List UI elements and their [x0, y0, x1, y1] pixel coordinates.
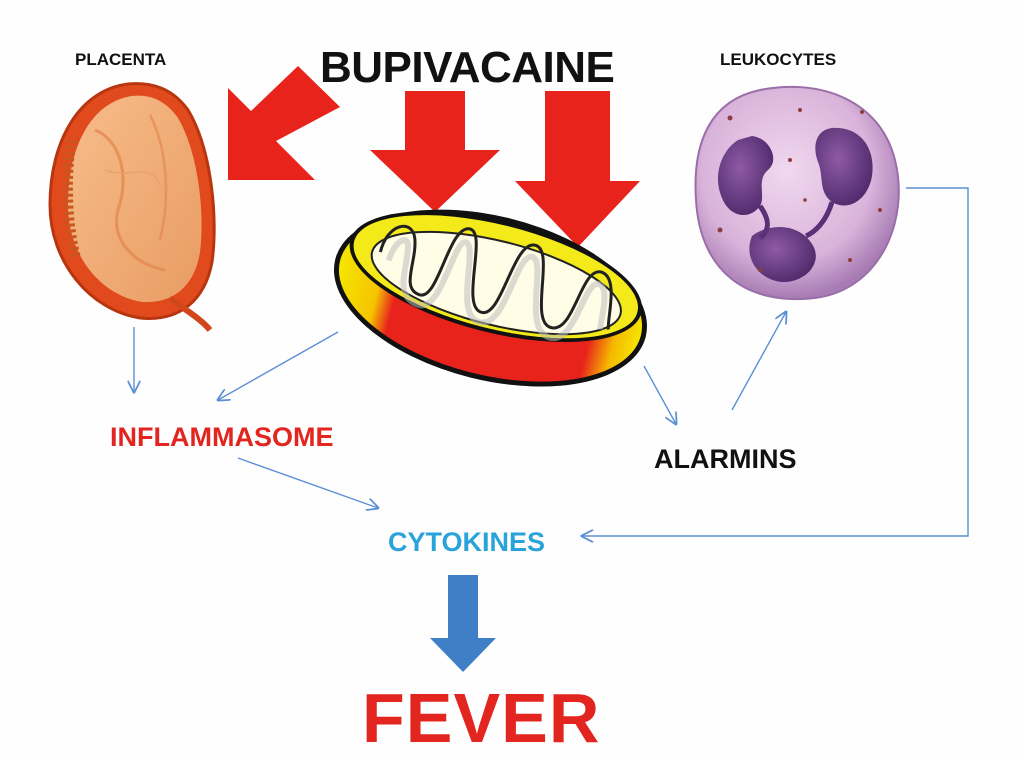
- flow-arrows: [134, 187, 969, 536]
- label-leukocytes: LEUKOCYTES: [720, 50, 837, 69]
- bupivacaine-arrows: [228, 66, 640, 247]
- arrow-mitochondrion-to-alarmins: [643, 365, 676, 424]
- mitochondrion-illustration: [333, 209, 647, 387]
- arrow-to-placenta: [228, 66, 340, 180]
- arrow-to-mitochondrion-right: [515, 91, 640, 247]
- label-inflammasome: INFLAMMASOME: [110, 422, 334, 452]
- arrow-mitochondrion-to-inflammasome: [218, 331, 339, 400]
- arrow-inflammasome-to-cytokines: [237, 457, 378, 508]
- label-bupivacaine: BUPIVACAINE: [320, 43, 615, 92]
- arrow-cytokines-to-fever: [430, 575, 496, 672]
- placenta-illustration: [48, 82, 216, 332]
- label-cytokines: CYTOKINES: [388, 527, 546, 557]
- arrow-to-mitochondrion-left: [370, 91, 500, 212]
- label-placenta: PLACENTA: [75, 50, 167, 69]
- label-alarmins: ALARMINS: [654, 444, 797, 474]
- arrow-leukocytes-to-cytokines: [582, 187, 969, 536]
- arrow-alarmins-to-leukocytes: [731, 312, 786, 411]
- leukocyte-illustration: [694, 85, 900, 301]
- label-fever: FEVER: [362, 679, 601, 757]
